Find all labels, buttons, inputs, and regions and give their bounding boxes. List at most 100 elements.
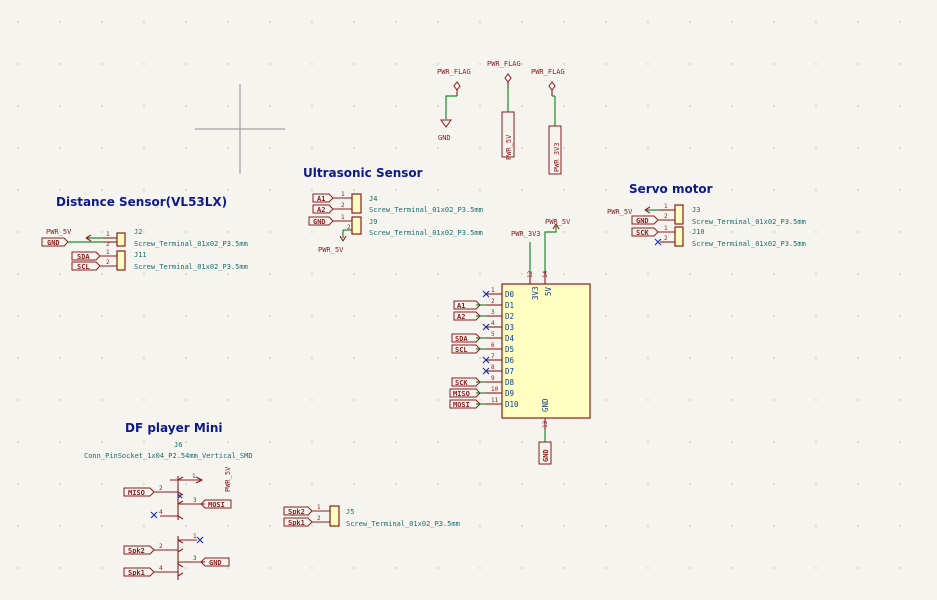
mcu-pin-d9[interactable]: 10 D9 MISO (449, 386, 514, 398)
pwr-flag-3v3[interactable]: PWR_FLAG PWR_3V3 (531, 68, 565, 175)
svg-text:GND: GND (47, 239, 60, 247)
svg-text:PWR_FLAG: PWR_FLAG (531, 68, 565, 76)
svg-text:Spk2: Spk2 (288, 508, 305, 516)
microcontroller-block[interactable]: PWR_3V3 PWR_5V 12 14 3V3 5V GND 13 GND 1… (449, 218, 591, 465)
pin-number: 5 (491, 331, 495, 338)
df-player-block[interactable]: J6 Conn_PinSocket_1x04_P2.54mm_Vertical_… (84, 441, 253, 580)
svg-text:2: 2 (106, 259, 110, 266)
pin-name: D9 (505, 389, 514, 398)
svg-text:PWR_5V: PWR_5V (46, 228, 72, 236)
pwr-flag-gnd[interactable]: PWR_FLAG GND (437, 68, 471, 142)
svg-text:2: 2 (664, 213, 668, 220)
svg-text:14: 14 (542, 270, 549, 278)
svg-text:13: 13 (542, 420, 549, 428)
mcu-pin-d7[interactable]: 8 D7 (482, 364, 514, 376)
svg-text:2: 2 (347, 224, 351, 231)
svg-text:2: 2 (317, 515, 321, 522)
svg-text:Screw_Terminal_01x02_P3.5mm: Screw_Terminal_01x02_P3.5mm (692, 218, 806, 226)
pwr-flag-5v[interactable]: PWR_FLAG PWR_5V (487, 60, 521, 160)
pin-number: 8 (491, 364, 495, 371)
grid-dots (17, 21, 901, 569)
ultrasonic-sensor-block[interactable]: A1 A2 1 2 J4 Screw_Terminal_01x02_P3.5mm… (308, 191, 483, 254)
svg-text:1: 1 (341, 214, 345, 221)
svg-text:A1: A1 (317, 195, 325, 203)
svg-text:Spk1: Spk1 (288, 519, 305, 527)
pin-name: D0 (505, 290, 515, 299)
svg-text:GND: GND (313, 218, 326, 226)
svg-text:PWR_FLAG: PWR_FLAG (487, 60, 521, 68)
svg-text:GND: GND (636, 217, 649, 225)
pin-number: 9 (491, 375, 495, 382)
svg-text:Spk1: Spk1 (128, 569, 145, 577)
no-connect-icon (482, 356, 490, 364)
svg-text:Screw_Terminal_01x02_P3.5mm: Screw_Terminal_01x02_P3.5mm (369, 206, 483, 214)
svg-text:A2: A2 (317, 206, 325, 214)
svg-text:2: 2 (341, 202, 345, 209)
pin-number: 10 (491, 386, 499, 393)
svg-text:PWR_5V: PWR_5V (318, 246, 344, 254)
svg-text:GND: GND (209, 559, 222, 567)
pin-number: 1 (491, 287, 495, 294)
speaker-terminal-block[interactable]: Spk2 Spk1 1 2 J5 Screw_Terminal_01x02_P3… (283, 504, 460, 528)
svg-text:GND: GND (438, 134, 451, 142)
svg-text:5V: 5V (544, 286, 553, 296)
svg-text:J5: J5 (346, 508, 354, 516)
net-label: A1 (457, 302, 465, 310)
svg-text:3V3: 3V3 (531, 286, 540, 300)
svg-text:Screw_Terminal_01x02_P3.5mm: Screw_Terminal_01x02_P3.5mm (692, 240, 806, 248)
svg-text:PWR_3V3: PWR_3V3 (511, 230, 541, 238)
svg-text:2: 2 (106, 241, 110, 248)
svg-text:SDA: SDA (77, 253, 90, 261)
svg-text:GND: GND (542, 449, 550, 462)
svg-text:MOSI: MOSI (208, 501, 225, 509)
svg-text:PWR_5V: PWR_5V (607, 208, 633, 216)
svg-text:1: 1 (317, 504, 321, 511)
svg-text:PWR_5V: PWR_5V (505, 134, 513, 160)
svg-text:Screw_Terminal_01x02_P3.5mm: Screw_Terminal_01x02_P3.5mm (369, 229, 483, 237)
svg-text:J10: J10 (692, 228, 705, 236)
svg-text:SCK: SCK (636, 229, 649, 237)
distance-sensor-block[interactable]: PWR_5V GND 1 2 J2 Screw_Terminal_01x02_P… (41, 228, 248, 271)
svg-text:1: 1 (664, 203, 668, 210)
no-connect-icon (482, 290, 490, 298)
svg-text:1: 1 (106, 249, 110, 256)
svg-text:PWR_3V3: PWR_3V3 (553, 142, 561, 172)
svg-text:J6: J6 (174, 441, 182, 449)
svg-text:SCL: SCL (77, 263, 90, 271)
svg-text:2: 2 (664, 235, 668, 242)
net-label: SCL (455, 346, 468, 354)
net-label: MISO (453, 390, 470, 398)
mcu-pin-d0[interactable]: 1 D0 (482, 287, 515, 299)
svg-text:J4: J4 (369, 195, 377, 203)
pin-name: D3 (505, 323, 514, 332)
svg-text:3: 3 (193, 497, 197, 504)
svg-text:4: 4 (159, 509, 163, 516)
svg-text:Screw_Terminal_01x02_P3.5mm: Screw_Terminal_01x02_P3.5mm (134, 263, 248, 271)
svg-text:Screw_Terminal_01x02_P3.5mm: Screw_Terminal_01x02_P3.5mm (134, 240, 248, 248)
svg-text:Screw_Terminal_01x02_P3.5mm: Screw_Terminal_01x02_P3.5mm (346, 520, 460, 528)
servo-motor-block[interactable]: PWR_5V GND 1 2 J3 Screw_Terminal_01x02_P… (607, 203, 806, 248)
no-connect-icon (482, 367, 490, 375)
svg-text:1: 1 (341, 191, 345, 198)
svg-text:2: 2 (159, 485, 163, 492)
svg-text:J9: J9 (369, 218, 377, 226)
svg-text:J11: J11 (134, 251, 147, 259)
pin-name: D4 (505, 334, 515, 343)
svg-text:MISO: MISO (128, 489, 145, 497)
pin-name: D7 (505, 367, 514, 376)
pin-name: D10 (505, 400, 519, 409)
df-player-title: DF player Mini (125, 421, 223, 435)
crosshair-cursor-icon (195, 84, 285, 174)
pin-number: 2 (491, 298, 495, 305)
ultrasonic-sensor-title: Ultrasonic Sensor (303, 166, 423, 180)
